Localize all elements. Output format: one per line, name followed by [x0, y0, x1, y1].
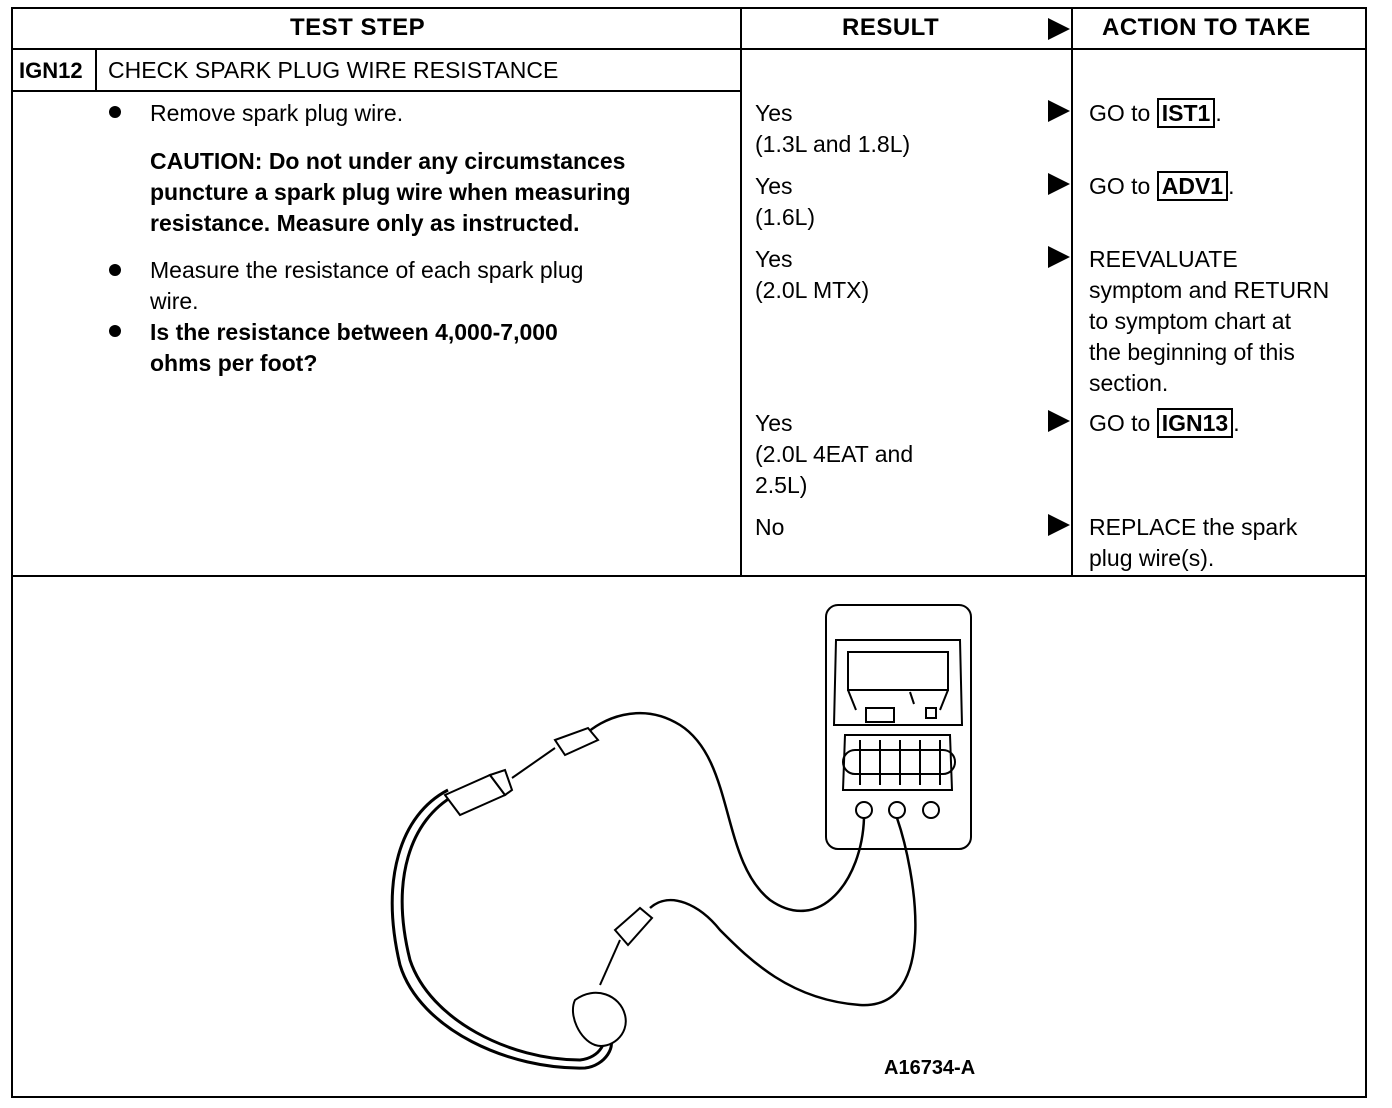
action-line: symptom and RETURN	[1089, 277, 1330, 303]
result-line: (1.3L and 1.8L)	[755, 131, 911, 157]
table-frame	[11, 7, 1367, 1098]
step-id-divider	[95, 48, 97, 92]
lower-probe	[613, 906, 654, 947]
col-divider-action	[1071, 7, 1073, 577]
header-divider	[11, 48, 1367, 50]
action-text: .	[1228, 173, 1235, 199]
instruction-remove-wire: Remove spark plug wire.	[150, 100, 404, 126]
result-item: Yes (2.0L MTX)	[755, 244, 869, 306]
bullet-icon	[109, 264, 121, 276]
result-line: Yes	[755, 173, 793, 199]
action-item: REPLACE the spark plug wire(s).	[1089, 512, 1297, 574]
action-line: the beginning of this	[1089, 339, 1295, 365]
step-title: CHECK SPARK PLUG WIRE RESISTANCE	[108, 57, 559, 83]
result-item: Yes (2.0L 4EAT and 2.5L)	[755, 408, 913, 501]
result-line: Yes	[755, 100, 793, 126]
result-line: Yes	[755, 246, 793, 272]
action-item: GO to IGN13.	[1089, 408, 1240, 439]
result-item: No	[755, 512, 784, 543]
action-item: GO to IST1.	[1089, 98, 1222, 129]
arrow-icon	[1048, 246, 1070, 268]
instruction-line: wire.	[150, 288, 199, 314]
instruction-line: Measure the resistance of each spark plu…	[150, 257, 584, 283]
instruction-line: ohms per foot?	[150, 350, 318, 376]
arrow-icon	[1048, 514, 1070, 536]
figure-label: A16734-A	[884, 1057, 976, 1079]
caution-line: puncture a spark plug wire when measurin…	[150, 179, 631, 205]
action-item: GO to ADV1.	[1089, 171, 1235, 202]
step-reference-link[interactable]: IGN13	[1156, 408, 1234, 438]
action-line: plug wire(s).	[1089, 545, 1215, 571]
action-line: to symptom chart at	[1089, 308, 1291, 334]
wire-boot	[572, 991, 627, 1047]
test-leads	[584, 711, 917, 1007]
figure-divider	[11, 575, 1367, 577]
col-divider-result	[740, 7, 742, 577]
result-item: Yes (1.6L)	[755, 171, 815, 233]
header-arrow-icon	[1048, 18, 1070, 40]
action-line: section.	[1089, 370, 1169, 396]
arrow-icon	[1048, 410, 1070, 432]
meter-upper-panel	[832, 639, 964, 726]
caution-line: resistance. Measure only as instructed.	[150, 210, 580, 236]
instruction-measure: Measure the resistance of each spark plu…	[150, 255, 583, 317]
upper-probe	[553, 726, 600, 757]
action-text: GO to	[1089, 100, 1157, 126]
result-line: 2.5L)	[755, 472, 808, 498]
action-text: .	[1233, 410, 1240, 436]
action-text: .	[1215, 100, 1222, 126]
result-line: (1.6L)	[755, 204, 816, 230]
bullet-icon	[109, 325, 121, 337]
result-line: No	[755, 514, 785, 540]
header-action: ACTION TO TAKE	[1102, 14, 1311, 41]
result-line: Yes	[755, 410, 793, 436]
meter-display	[847, 651, 949, 691]
arrow-icon	[1048, 100, 1070, 122]
instruction-question: Is the resistance between 4,000-7,000 oh…	[150, 317, 558, 379]
result-item: Yes (1.3L and 1.8L)	[755, 98, 910, 160]
meter-jack	[888, 801, 906, 819]
action-text: GO to	[1089, 410, 1157, 436]
meter-range-dial	[841, 734, 954, 791]
spark-plug-wire	[390, 726, 654, 1070]
instruction-line: Is the resistance between 4,000-7,000	[150, 319, 558, 345]
arrow-icon	[1048, 173, 1070, 195]
result-line: (2.0L 4EAT and	[755, 441, 914, 467]
step-title-divider	[11, 90, 741, 92]
step-id: IGN12	[19, 58, 83, 83]
bullet-icon	[109, 106, 121, 118]
caution-line: CAUTION: Do not under any circumstances	[150, 148, 626, 174]
step-reference-link[interactable]: IST1	[1156, 98, 1216, 128]
result-line: (2.0L MTX)	[755, 277, 870, 303]
meter-jack	[855, 801, 873, 819]
caution-block: CAUTION: Do not under any circumstances …	[150, 146, 631, 239]
action-line: REPLACE the spark	[1089, 514, 1298, 540]
action-item: REEVALUATE symptom and RETURN to symptom…	[1089, 244, 1329, 399]
header-test-step: TEST STEP	[290, 14, 426, 41]
meter-button	[865, 707, 895, 723]
action-line: REEVALUATE	[1089, 246, 1238, 272]
header-result: RESULT	[842, 14, 940, 41]
meter-jack	[922, 801, 940, 819]
step-reference-link[interactable]: ADV1	[1156, 171, 1229, 201]
action-text: GO to	[1089, 173, 1157, 199]
meter-body	[825, 604, 972, 850]
